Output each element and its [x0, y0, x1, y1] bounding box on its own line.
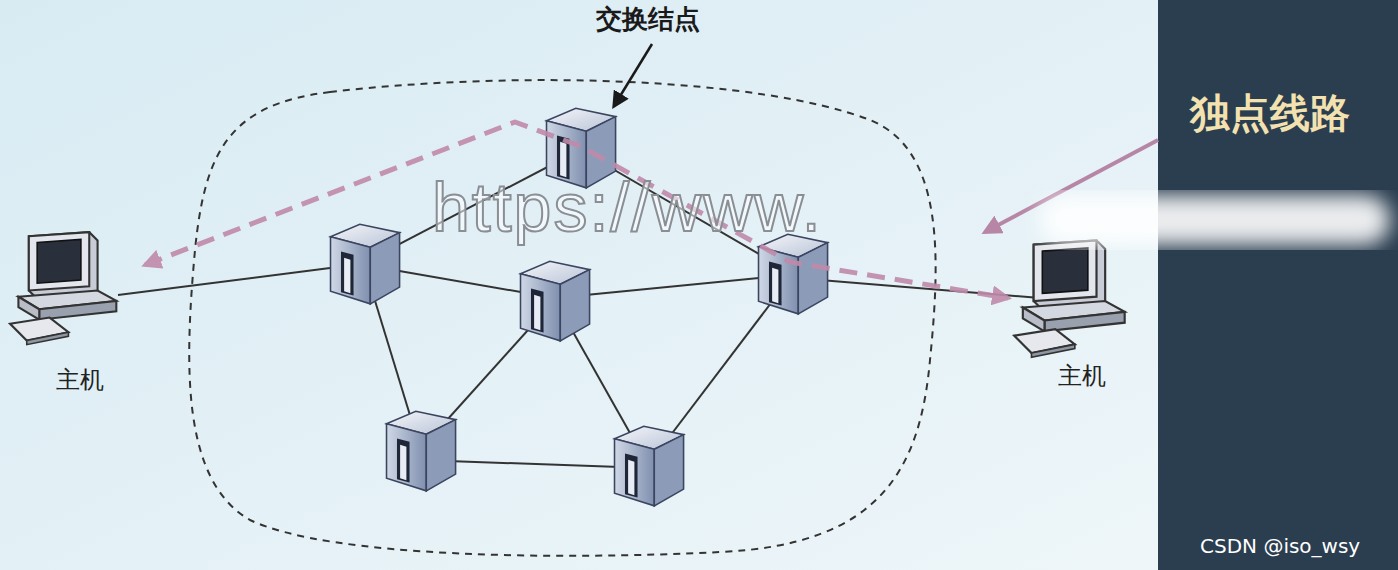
host-node: 主机 [1008, 236, 1156, 392]
host-node: 主机 [15, 228, 145, 396]
host-label: 主机 [15, 364, 145, 396]
watermark: https://www. [432, 168, 823, 246]
callout-label: 交换结点 [596, 2, 700, 37]
host-label: 主机 [1008, 360, 1156, 392]
path-arrow [145, 122, 1008, 298]
credit-text: CSDN @iso_wsy [1200, 534, 1360, 558]
panel-title: 独点线路 [1190, 86, 1350, 141]
